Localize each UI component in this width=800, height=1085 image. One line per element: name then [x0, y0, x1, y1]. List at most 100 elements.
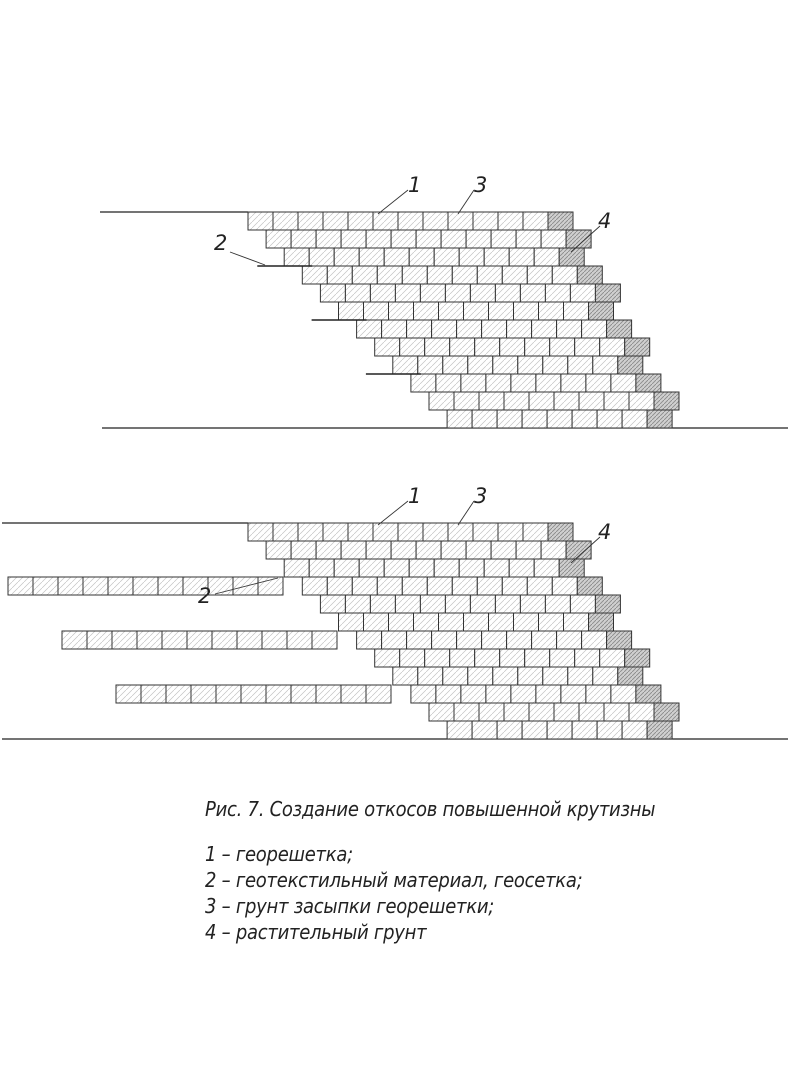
- geogrid-cell: [544, 594, 571, 614]
- geotextile-cell: [311, 630, 338, 650]
- geogrid-cell: [369, 283, 396, 303]
- topsoil-cell: [617, 355, 644, 375]
- geogrid-cell: [301, 265, 328, 285]
- geogrid-cell: [390, 229, 417, 249]
- geogrid-cell: [392, 666, 419, 686]
- geogrid-cell: [472, 211, 499, 231]
- geogrid-cell: [422, 211, 449, 231]
- geogrid-cell: [556, 319, 583, 339]
- geotextile-cell: [32, 576, 59, 596]
- geogrid-cell: [356, 630, 383, 650]
- geogrid-cell: [538, 612, 564, 632]
- geogrid-cell: [319, 283, 346, 303]
- geogrid-cell: [399, 648, 426, 668]
- geogrid-cell: [297, 522, 324, 542]
- geotextile-cell: [365, 684, 392, 704]
- geogrid-cell: [301, 576, 328, 596]
- geogrid-cell: [401, 576, 428, 596]
- geogrid-cell: [283, 558, 310, 578]
- geogrid-cell: [553, 702, 580, 722]
- geogrid-cell: [465, 540, 492, 560]
- geogrid-cell: [544, 283, 571, 303]
- callout-leader-1: [377, 500, 409, 526]
- geogrid-cell: [467, 355, 494, 375]
- topsoil-cell: [646, 409, 673, 429]
- geogrid-cell: [603, 702, 630, 722]
- geogrid-cell: [394, 283, 421, 303]
- geogrid-cell: [533, 558, 560, 578]
- geogrid-cell: [326, 576, 353, 596]
- topsoil-cell: [547, 522, 574, 542]
- geogrid-cell: [592, 666, 619, 686]
- geogrid-cell: [344, 594, 371, 614]
- geogrid-cell: [426, 265, 453, 285]
- geogrid-cell: [417, 666, 444, 686]
- callout-leader-3: [457, 500, 475, 526]
- geogrid-cell: [524, 337, 551, 357]
- geogrid-cell: [501, 576, 528, 596]
- geogrid-cell: [460, 373, 487, 393]
- geogrid-cell: [456, 319, 483, 339]
- geogrid-cell: [581, 319, 608, 339]
- geogrid-cell: [501, 265, 528, 285]
- geogrid-cell: [521, 720, 548, 740]
- geogrid-cell: [431, 319, 458, 339]
- callout-label-2: 2: [198, 584, 211, 608]
- callout-leader-4: [570, 225, 601, 253]
- geogrid-cell: [567, 666, 594, 686]
- geogrid-cell: [563, 612, 589, 632]
- callout-label-3: 3: [474, 484, 487, 508]
- geogrid-cell: [478, 391, 505, 411]
- geogrid-cell: [406, 630, 433, 650]
- geogrid-cell: [476, 265, 503, 285]
- geogrid-cell: [621, 409, 648, 429]
- geogrid-cell: [508, 558, 535, 578]
- geogrid-cell: [444, 283, 471, 303]
- geogrid-cell: [569, 283, 596, 303]
- geogrid-cell: [563, 301, 589, 321]
- geogrid-cell: [444, 594, 471, 614]
- geogrid-cell: [474, 337, 501, 357]
- geogrid-cell: [458, 558, 485, 578]
- geotextile-cell: [107, 576, 134, 596]
- geogrid-cell: [596, 720, 623, 740]
- geogrid-cell: [363, 301, 389, 321]
- geogrid-cell: [315, 540, 342, 560]
- geogrid-cell: [372, 522, 399, 542]
- topsoil-cell: [606, 319, 633, 339]
- geogrid-cell: [322, 211, 349, 231]
- geogrid-cell: [483, 247, 510, 267]
- geogrid-cell: [340, 540, 367, 560]
- geogrid-cell: [272, 211, 299, 231]
- geogrid-cell: [503, 391, 530, 411]
- geogrid-cell: [549, 648, 576, 668]
- geogrid-cell: [426, 576, 453, 596]
- geogrid-cell: [372, 211, 399, 231]
- geogrid-cell: [435, 684, 462, 704]
- geogrid-cell: [538, 301, 564, 321]
- geogrid-cell: [472, 522, 499, 542]
- geogrid-cell: [460, 684, 487, 704]
- geogrid-cell: [422, 522, 449, 542]
- geogrid-cell: [522, 522, 549, 542]
- geogrid-cell: [542, 666, 569, 686]
- geogrid-cell: [578, 391, 605, 411]
- geogrid-cell: [424, 648, 451, 668]
- geogrid-cell: [549, 337, 576, 357]
- geogrid-cell: [428, 391, 455, 411]
- geogrid-cell: [574, 648, 601, 668]
- geogrid-cell: [476, 576, 503, 596]
- geogrid-cell: [449, 337, 476, 357]
- callout-label-4: 4: [598, 209, 611, 233]
- geotextile-cell: [7, 576, 34, 596]
- geogrid-cell: [363, 612, 389, 632]
- geogrid-cell: [442, 355, 469, 375]
- geogrid-cell: [383, 558, 410, 578]
- geogrid-cell: [451, 576, 478, 596]
- geogrid-cell: [356, 319, 383, 339]
- geogrid-cell: [417, 355, 444, 375]
- callout-leader-1: [377, 189, 409, 215]
- geogrid-cell: [592, 355, 619, 375]
- geogrid-cell: [419, 594, 446, 614]
- geogrid-cell: [401, 265, 428, 285]
